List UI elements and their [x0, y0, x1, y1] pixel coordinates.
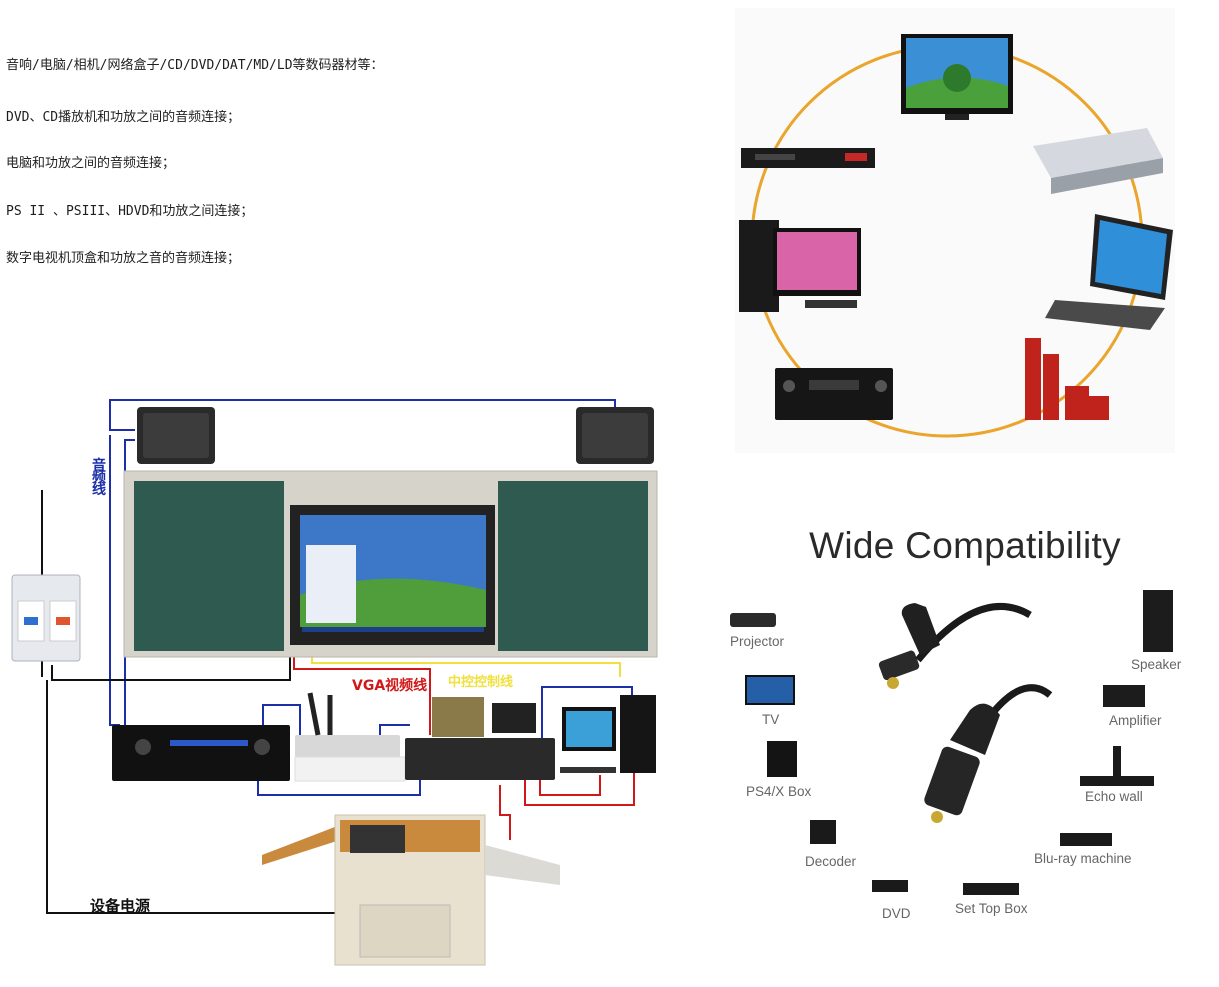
bluray-icon: [1060, 833, 1112, 846]
ps4-label: PS4/X Box: [746, 784, 812, 799]
audio-line-label: 音 频 线: [92, 458, 106, 498]
set-top-box-label: Set Top Box: [955, 901, 1028, 916]
dvd-compat-icon: [872, 880, 908, 892]
speaker-label: Speaker: [1131, 657, 1182, 672]
echo-wall-label: Echo wall: [1085, 789, 1143, 804]
tv-label: TV: [762, 712, 780, 727]
projector-label: Projector: [730, 634, 785, 649]
decoder-label: Decoder: [805, 854, 857, 869]
tv-icon: [901, 34, 1013, 120]
speaker-icon: [1143, 590, 1173, 652]
dvd-player-icon: [741, 148, 875, 168]
vga-line-label: VGA视频线: [352, 678, 428, 694]
tv-compat-icon: [745, 675, 795, 705]
amplifier-icon: [775, 368, 893, 420]
device-compatibility-circle: [735, 8, 1175, 453]
ps4-icon: [767, 741, 797, 777]
echo-wall-icon: [1080, 746, 1154, 786]
central-control-icon: [405, 697, 555, 780]
feature-item-stb: 数字电视机顶盒和功放之音的音频连接；: [6, 251, 241, 266]
set-top-box-compat-icon: [963, 883, 1019, 895]
feature-item-ps: PS II 、PSIII、HDVD和功放之间连接；: [6, 204, 254, 219]
optical-cable-icon: [878, 603, 1053, 823]
feature-item-devices: 音响/电脑/相机/网络盒子/CD/DVD/DAT/MD/LD等数码器材等：: [6, 58, 384, 73]
circuit-breaker-icon: [11, 574, 81, 662]
compat-title: Wide Compatibility: [809, 525, 1121, 566]
wireless-mic-icon: [294, 692, 406, 782]
set-top-box-icon: [1033, 128, 1163, 194]
dvd-label: DVD: [882, 906, 911, 921]
amplifier-compat-icon: [1103, 685, 1145, 707]
classroom-wiring-diagram: 音 频 线 VGA视频线 中控控制线 设备电源: [0, 395, 680, 975]
desktop-pc-diagram-icon: [560, 695, 656, 773]
amplifier-label: Amplifier: [1109, 713, 1162, 728]
left-speaker-icon: [137, 407, 215, 464]
laptop-icon: [1045, 214, 1173, 330]
projector-icon: [730, 613, 776, 627]
feature-item-dvd-cd: DVD、CD播放机和功放之间的音频连接；: [6, 110, 241, 125]
blackboard-icon: [123, 470, 658, 658]
wide-compatibility-panel: Wide Compatibility Projector TV PS4/X Bo…: [715, 510, 1215, 930]
right-speaker-icon: [576, 407, 654, 464]
amplifier-device-icon: [112, 725, 290, 781]
desktop-pc-icon: [739, 220, 861, 312]
feature-item-pc: 电脑和功放之间的音频连接；: [6, 156, 176, 171]
device-ring-svg: [739, 34, 1173, 438]
decoder-icon: [810, 820, 836, 844]
control-line-label: 中控控制线: [448, 675, 514, 690]
speaker-set-icon: [1025, 338, 1109, 420]
podium-icon: [262, 814, 560, 966]
power-line-label: 设备电源: [90, 897, 151, 915]
wiring-svg: [11, 399, 658, 966]
bluray-label: Blu-ray machine: [1034, 851, 1132, 866]
